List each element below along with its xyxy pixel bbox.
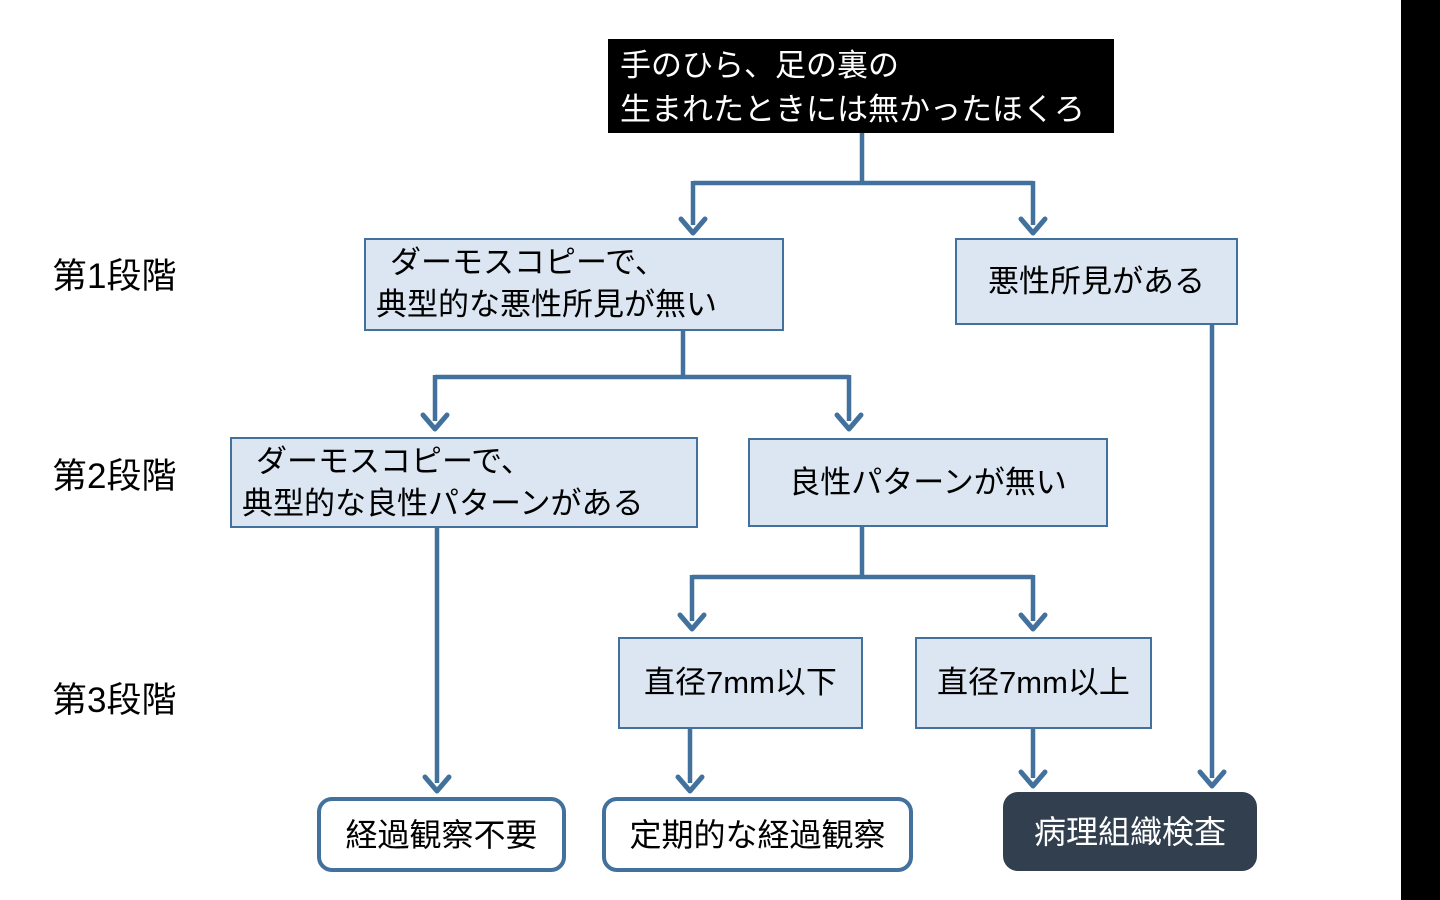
node-dermoscopy-no-malignant: ダーモスコピーで、 典型的な悪性所見が無い xyxy=(364,238,784,331)
node-malignant-findings: 悪性所見がある xyxy=(955,238,1238,325)
arrow-down-icon xyxy=(678,216,708,236)
connector-stage2-split xyxy=(420,331,864,432)
outcome-biopsy: 病理組織検査 xyxy=(1003,792,1257,871)
arrow-down-icon xyxy=(1197,769,1227,789)
node-dermoscopy-benign-pattern: ダーモスコピーで、 典型的な良性パターンがある xyxy=(230,437,698,528)
right-letterbox-band xyxy=(1401,0,1440,900)
node-line: 典型的な良性パターンがある xyxy=(242,486,644,521)
root-node-line2: 生まれたときには無かったほくろ xyxy=(620,92,1085,127)
arrow-down-icon xyxy=(422,774,452,794)
outcome-periodic-followup: 定期的な経過観察 xyxy=(602,797,913,872)
arrow-down-icon xyxy=(834,412,864,432)
outcome-no-followup: 経過観察不要 xyxy=(317,797,566,872)
stage-label-2: 第2段階 xyxy=(52,457,177,496)
connector-root-split xyxy=(678,131,1048,236)
node-line: 典型的な悪性所見が無い xyxy=(376,287,717,322)
node-line: ダーモスコピーで、 xyxy=(390,245,666,280)
arrow-down-icon xyxy=(1018,769,1048,789)
connector-to-biopsy-right xyxy=(1197,325,1227,789)
arrow-down-icon xyxy=(420,412,450,432)
node-diameter-over-7mm: 直径7mm以上 xyxy=(915,637,1152,729)
node-no-benign-pattern: 良性パターンが無い xyxy=(748,438,1108,527)
node-diameter-under-7mm: 直径7mm以下 xyxy=(618,637,863,729)
arrow-down-icon xyxy=(1018,612,1048,632)
arrow-down-icon xyxy=(675,774,705,794)
connector-to-biopsy-left xyxy=(1018,729,1048,789)
root-node-line1: 手のひら、足の裏の xyxy=(620,48,899,83)
connector-stage3-split xyxy=(677,527,1048,632)
arrow-down-icon xyxy=(1018,216,1048,236)
stage-label-3: 第3段階 xyxy=(52,681,177,720)
root-node: 手のひら、足の裏の 生まれたときには無かったほくろ xyxy=(608,39,1114,133)
stage-label-1: 第1段階 xyxy=(52,257,177,296)
arrow-down-icon xyxy=(677,612,707,632)
connector-to-no-followup xyxy=(422,527,452,794)
connector-to-periodic xyxy=(675,729,705,794)
node-line: ダーモスコピーで、 xyxy=(256,444,532,479)
